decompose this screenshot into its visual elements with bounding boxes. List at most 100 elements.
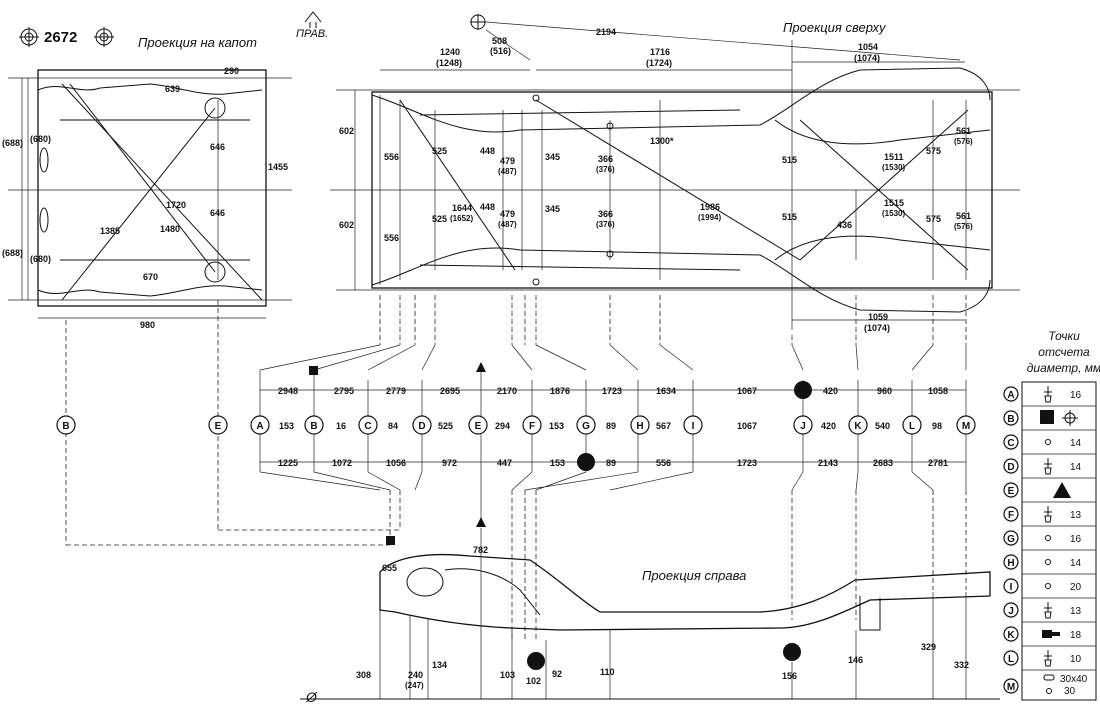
top-dim: (1724) [646,58,672,68]
row-top-value: 1067 [737,386,757,396]
legend-point: H [1007,558,1014,569]
row-bottom-value: 2781 [928,458,948,468]
row-mid-value: 567 [656,421,671,431]
side-dim: 332 [954,660,969,670]
triangle-marker-icon [476,517,486,527]
row-top-value: 2779 [386,386,406,396]
top-dim: (576) [954,222,973,231]
hood-dim: 1455 [268,162,288,172]
horizontal-bolt-icon [1042,630,1060,638]
row-bottom-value: 1072 [332,458,352,468]
hood-dim: (680) [30,254,51,264]
point-label-m: M [962,421,970,432]
point-label-l: L [909,421,915,432]
side-dim: 92 [552,669,562,679]
legend-diameter: 10 [1070,654,1082,665]
top-dim: 1644 [452,203,472,213]
row-mid-value: 294 [495,421,510,431]
black-dot-marker-icon [783,643,801,661]
legend-diameter: 30x40 [1060,674,1088,685]
legend-diameter: 13 [1070,510,1082,521]
top-dim: 1300* [650,136,674,146]
legend-point: J [1008,606,1014,617]
row-top-value: 2695 [440,386,460,396]
row-mid-value: 420 [821,421,836,431]
top-dim: 479 [500,209,515,219]
row-mid-value: 1067 [737,421,757,431]
legend-diameter: 30 [1064,686,1076,697]
row-bottom-value: 2143 [818,458,838,468]
row-bottom-value: 89 [606,458,616,468]
legend-point: C [1007,438,1014,449]
row-bottom-value: 1723 [737,458,757,468]
row-bottom-value: 1225 [278,458,298,468]
point-label-b: B [310,421,317,432]
point-label-d: D [418,421,425,432]
top-dim: 479 [500,156,515,166]
hood-projection-view [8,69,292,319]
side-dim: 102 [526,676,541,686]
square-marker-icon [309,366,318,375]
top-dim: (1248) [436,58,462,68]
top-dim: 345 [545,204,560,214]
hood-dim: (688) [2,248,23,258]
legend-diameter: 14 [1070,438,1082,449]
black-dot-marker-icon [577,453,595,471]
row-mid-value: 16 [336,421,346,431]
top-projection-title: Проекция сверху [783,20,887,35]
top-dim: 602 [339,220,354,230]
point-label-a: A [256,421,263,432]
top-dim: (1994) [698,213,721,222]
row-bottom-value: 447 [497,458,512,468]
row-bottom-value: 153 [550,458,565,468]
top-dim: 556 [384,233,399,243]
crosshair-icon [1062,410,1078,426]
row-mid-value: 98 [932,421,942,431]
top-dim: 1716 [650,47,670,57]
hood-dim: 980 [140,320,155,330]
row-mid-value: 540 [875,421,890,431]
top-dim: (376) [596,165,615,174]
top-projection-view [330,14,1020,330]
point-label-c: C [364,421,371,432]
legend-point: M [1007,682,1015,693]
round-hole-icon [1046,688,1052,694]
row-bottom-value: 556 [656,458,671,468]
ground-symbol: Ø [305,689,318,705]
point-label-i: I [692,421,695,432]
side-dim: 782 [473,545,488,555]
legend-point: K [1007,630,1015,641]
top-dim: 1986 [700,202,720,212]
target-symbol-icon [19,27,39,47]
black-dot-marker-icon [527,652,545,670]
legend-title-line: диаметр, мм [1027,361,1100,375]
side-dim: (247) [405,681,424,690]
row-top-value: 960 [877,386,892,396]
hood-dim: (680) [30,134,51,144]
legend-point: L [1008,654,1014,665]
top-dim: (1074) [864,323,890,333]
bolt-icon [1044,386,1052,403]
side-dim: 655 [382,563,397,573]
side-dim: 240 [408,670,423,680]
top-dim: 561 [956,211,971,221]
side-dim: 110 [600,667,615,677]
top-dim: 2194 [596,27,616,37]
top-dim: 1054 [858,42,878,52]
top-dim: (376) [596,220,615,229]
hood-dim: 646 [210,208,225,218]
round-hole-icon [1045,583,1051,589]
top-dim: 525 [432,146,447,156]
hood-dim: 290 [224,66,239,76]
top-dim: 1059 [868,312,888,322]
side-dim: 103 [500,670,515,680]
legend-point: A [1007,390,1014,401]
top-dim: 436 [837,220,852,230]
direction-label: ПРАВ. [296,28,328,40]
row-top-value: 420 [823,386,838,396]
row-mid-value: 525 [438,421,453,431]
legend-title-line: Точки [1048,329,1080,343]
hood-projection-title: Проекция на капот [138,35,257,50]
row-mid-value: 153 [279,421,294,431]
